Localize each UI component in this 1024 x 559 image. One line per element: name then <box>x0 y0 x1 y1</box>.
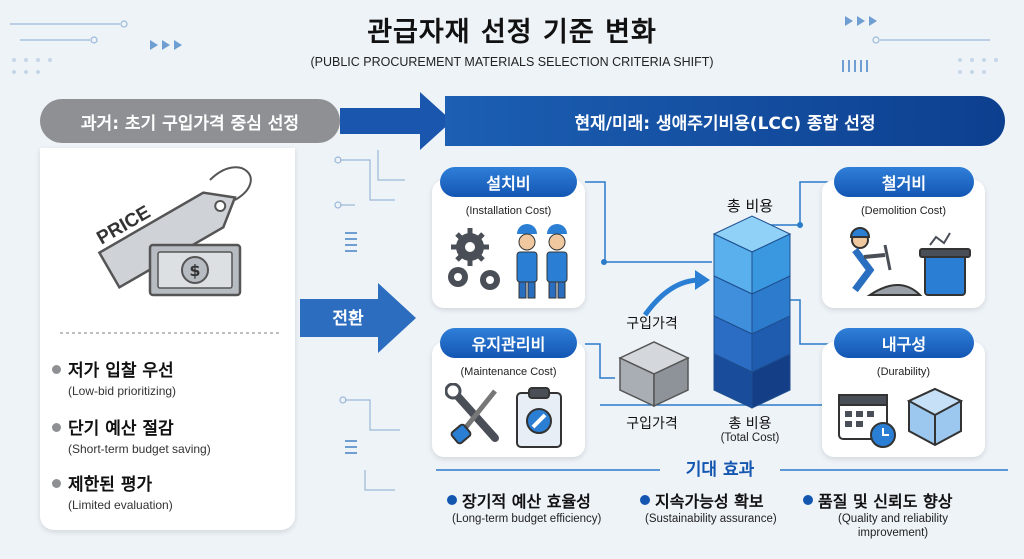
bullet-icon <box>447 495 457 505</box>
wrench-screwdriver-clipboard-icon <box>445 383 562 448</box>
bullet-icon <box>52 423 61 432</box>
past-item: 제한된 평가 (Limited evaluation) <box>52 470 173 512</box>
maintenance-cost-pill: 유지관리비 <box>440 328 577 358</box>
durability-en: (Durability) <box>876 366 931 378</box>
maintenance-cost-en: (Maintenance Cost) <box>460 366 557 378</box>
demolition-cost-en: (Demolition Cost) <box>861 205 946 217</box>
page-subtitle: (PUBLIC PROCUREMENT MATERIALS SELECTION … <box>310 55 714 69</box>
future-banner: 현재/미래: 생애주기비용(LCC) 종합 선정 <box>445 96 1005 146</box>
purchase-price-cube <box>618 341 690 408</box>
total-cost-stack <box>712 215 792 409</box>
past-divider <box>60 332 280 334</box>
effect-item: 품질 및 신뢰도 향상 (Quality and reliability imp… <box>803 488 1018 540</box>
bullet-icon <box>52 365 61 374</box>
past-item: 저가 입찰 우선 (Low-bid prioritizing) <box>52 356 176 398</box>
total-cost-label-en: (Total Cost) <box>720 432 780 444</box>
effect-item: 지속가능성 확보 (Sustainability assurance) <box>640 488 815 526</box>
page-title: 관급자재 선정 기준 변화 <box>367 17 657 48</box>
calendar-cube-icon <box>838 387 964 448</box>
past-panel <box>40 148 295 530</box>
total-cost-label-bottom: 총 비용 <box>728 416 772 432</box>
demolition-worker-trash-icon <box>849 227 971 296</box>
effect-item: 장기적 예산 효율성 (Long-term budget efficiency) <box>447 488 642 526</box>
growth-curve-arrow <box>642 270 710 317</box>
svg-text:$: $ <box>189 261 200 280</box>
bullet-icon <box>52 479 61 488</box>
past-banner: 과거: 초기 구입가격 중심 선정 <box>40 99 340 143</box>
past-item: 단기 예산 절감 (Short-term budget saving) <box>52 414 211 456</box>
durability-pill: 내구성 <box>834 328 974 358</box>
purchase-price-label-top: 구입가격 <box>626 316 678 332</box>
total-cost-label-top: 총 비용 <box>726 197 774 215</box>
installation-cost-en: (Installation Cost) <box>465 205 552 217</box>
price-tag-illustration: $ <box>70 160 270 310</box>
effects-title: 기대 효과 <box>660 455 780 480</box>
purchase-price-label-bottom: 구입가격 <box>626 416 678 432</box>
transition-label: 전환 <box>332 309 364 329</box>
bullet-icon <box>640 495 650 505</box>
shift-arrow <box>340 92 452 150</box>
bullet-icon <box>803 495 813 505</box>
demolition-cost-pill: 철거비 <box>834 167 974 197</box>
transition-arrow <box>300 283 416 353</box>
gears-workers-icon <box>448 224 568 299</box>
installation-cost-pill: 설치비 <box>440 167 577 197</box>
